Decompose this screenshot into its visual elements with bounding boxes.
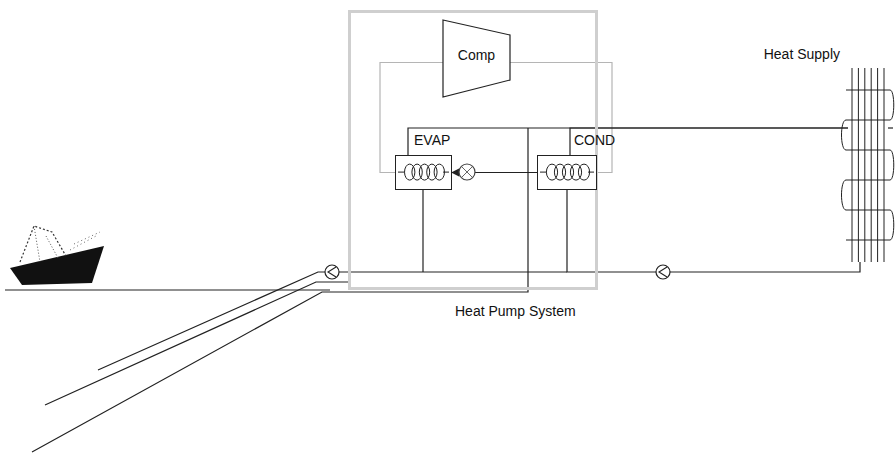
compressor: Comp — [443, 20, 510, 97]
pipe-connector — [408, 128, 848, 155]
system-frame: CompEVAPCONDHeat Pump System — [348, 10, 598, 290]
pump — [656, 265, 670, 279]
heat-exchanger: COND — [537, 155, 597, 190]
pipe — [348, 128, 528, 292]
pipe — [422, 190, 423, 272]
component-label: Heat Supply — [764, 46, 840, 62]
component-label: COND — [574, 132, 615, 148]
pipe — [339, 271, 567, 272]
pipe-connector — [570, 128, 848, 155]
system-caption: Heat Pump System — [455, 303, 576, 319]
pipe-connector — [567, 190, 860, 272]
ship — [10, 226, 104, 285]
coil-symbol — [538, 156, 598, 191]
radiator-grid — [848, 68, 888, 262]
pipe — [888, 127, 893, 128]
pump — [325, 265, 339, 279]
component-label: EVAP — [414, 132, 450, 148]
sea-pipe — [32, 292, 348, 452]
heat-exchanger: EVAP — [395, 155, 452, 190]
radiator: Heat Supply — [848, 68, 888, 262]
coil-symbol — [396, 156, 453, 191]
sea-pipe — [98, 272, 325, 370]
waterline — [5, 289, 330, 290]
sea-pipe — [45, 282, 348, 405]
component-label: Comp — [458, 47, 495, 63]
expansion-valve — [459, 164, 475, 180]
